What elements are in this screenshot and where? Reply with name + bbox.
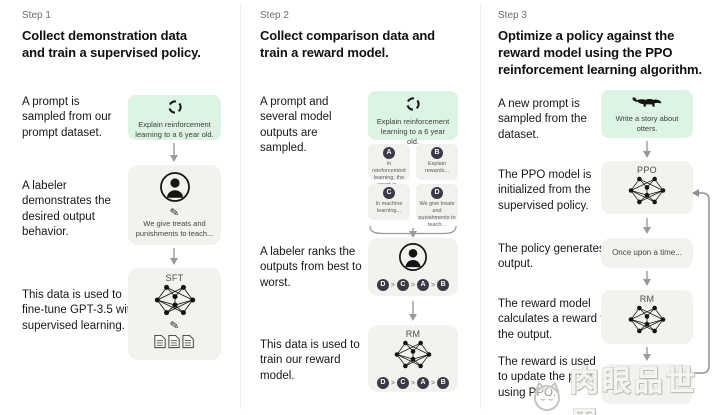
step3-caption-output: The policy generates an output.	[498, 243, 621, 271]
step3-label: Step 3	[498, 10, 527, 21]
cycle-icon	[405, 96, 421, 117]
neural-network-icon	[625, 176, 669, 210]
rank-separator: >	[390, 379, 395, 387]
labeler-person-icon	[159, 171, 191, 208]
cycle-icon	[167, 99, 183, 120]
step3-prompt-box: Write a story about otters.	[601, 90, 693, 138]
step1-prompt-box: Explain reinforcement learning to a 6 ye…	[128, 95, 221, 140]
neural-network-icon	[625, 305, 669, 339]
down-arrow	[407, 301, 419, 327]
step2-caption-prompt: A prompt and several model outputs are s…	[260, 96, 332, 154]
watermark-text: 肉眼品世界	[570, 366, 699, 415]
step3-caption-prompt: A new prompt is sampled from the dataset…	[498, 98, 587, 141]
step2-caption-rank: A labeler ranks the outputs from best to…	[260, 246, 362, 289]
step2-ranking-box: D > C > A > B	[368, 238, 458, 296]
ranking-row: D > C > A > B	[376, 377, 450, 389]
rank-separator: >	[410, 379, 416, 387]
step1-demo-text: We give treats and punishments to teach.…	[135, 219, 214, 238]
rank-chip: D	[376, 377, 389, 389]
down-arrow	[407, 226, 419, 244]
down-arrow	[641, 347, 653, 367]
step1-label: Step 1	[22, 10, 51, 21]
down-arrow	[168, 143, 180, 168]
pencil-icon: ✎	[169, 319, 180, 333]
output-letter-d: D	[431, 187, 443, 199]
otter-icon	[631, 95, 663, 114]
rank-separator: >	[410, 281, 416, 289]
sft-model-label: SFT	[165, 273, 184, 283]
step2-rm-box: RM D >	[368, 325, 458, 392]
rank-separator: >	[431, 379, 436, 387]
neural-network-icon	[152, 284, 198, 321]
step1-title-line2: and train a supervised policy.	[22, 45, 201, 61]
ppo-model-label: PPO	[637, 165, 657, 175]
rank-chip: D	[376, 279, 389, 291]
step2-title-line2: train a reward model.	[260, 45, 389, 61]
column-divider	[240, 4, 241, 409]
step3-rm-box: RM	[601, 290, 693, 344]
labeler-person-icon	[398, 242, 428, 277]
step1-title-line1: Collect demonstration data	[22, 28, 187, 43]
watermark: 肉眼品世界	[528, 358, 720, 415]
output-card-c: C In machine learning...	[368, 184, 410, 220]
step3-caption-reward: The reward model calculates a reward for…	[498, 298, 614, 341]
rank-chip: A	[417, 377, 430, 389]
down-arrow	[641, 271, 653, 292]
step3-output-box: Once upon a time...	[601, 238, 693, 268]
pencil-icon: ✎	[169, 206, 180, 220]
rm-model-label: RM	[639, 294, 655, 304]
documents-icon	[153, 334, 197, 354]
step3-title-line2: reward model using the PPO	[498, 45, 673, 61]
output-letter-b: B	[431, 147, 443, 159]
rank-chip: C	[396, 377, 409, 389]
step1-caption-labeler: A labeler demonstrates the desired outpu…	[22, 180, 111, 238]
step1-title: Collect demonstration data and train a s…	[22, 27, 234, 61]
step3-output-text: Once upon a time...	[612, 247, 682, 257]
column-divider	[480, 4, 481, 409]
rank-chip: B	[437, 279, 450, 291]
feedback-loop-arrow	[690, 189, 714, 384]
step1-labeler-box: ✎ We give treats and punishments to teac…	[128, 165, 221, 245]
step1-prompt-text: Explain reinforcement learning to a 6 ye…	[135, 120, 214, 139]
cat-logo-icon	[528, 379, 566, 415]
output-text-c: In machine learning...	[375, 201, 403, 214]
step2-prompt-text: Explain reinforcement learning to a 6 ye…	[376, 117, 450, 146]
step2-caption-data: This data is used to train our reward mo…	[260, 339, 360, 382]
rm-model-label: RM	[405, 329, 421, 339]
output-card-a: A In reinforcement learning, the agent i…	[368, 144, 410, 188]
down-arrow	[641, 218, 653, 240]
step2-label: Step 2	[260, 10, 289, 21]
ranking-row: D > C > A > B	[376, 279, 450, 291]
step1-caption-prompt: A prompt is sampled from our prompt data…	[22, 96, 112, 139]
step3-ppo-box: PPO	[601, 161, 693, 214]
rank-chip: C	[396, 279, 409, 291]
step2-title-line1: Collect comparison data and	[260, 28, 436, 43]
down-arrow	[641, 141, 653, 164]
output-letter-c: C	[383, 187, 395, 199]
step3-title-line1: Optimize a policy against the	[498, 28, 675, 43]
step2-prompt-box: Explain reinforcement learning to a 6 ye…	[368, 91, 458, 146]
step3-prompt-text: Write a story about otters.	[615, 114, 679, 133]
step3-title-line3: reinforcement learning algorithm.	[498, 62, 703, 78]
rank-chip: A	[417, 279, 430, 291]
output-text-b: Explain rewards...	[424, 161, 450, 174]
output-text-d: We give treats and punishments to teach.…	[418, 201, 456, 228]
step1-sft-box: SFT ✎	[128, 268, 221, 360]
down-arrow	[168, 248, 180, 271]
step1-caption-data: This data is used to fine-tune GPT-3.5 w…	[22, 289, 137, 332]
step3-title: Optimize a policy against the reward mod…	[498, 27, 718, 78]
output-card-b: B Explain rewards...	[416, 144, 458, 180]
rank-chip: B	[437, 377, 450, 389]
step3-reward-box	[601, 364, 693, 404]
step3-caption-init: The PPO model is initialized from the su…	[498, 169, 592, 212]
output-letter-a: A	[383, 147, 395, 159]
output-card-d: D We give treats and punishments to teac…	[416, 184, 458, 228]
rank-separator: >	[431, 281, 436, 289]
step2-title: Collect comparison data and train a rewa…	[260, 27, 472, 61]
neural-network-icon	[391, 340, 435, 374]
rank-separator: >	[390, 281, 395, 289]
